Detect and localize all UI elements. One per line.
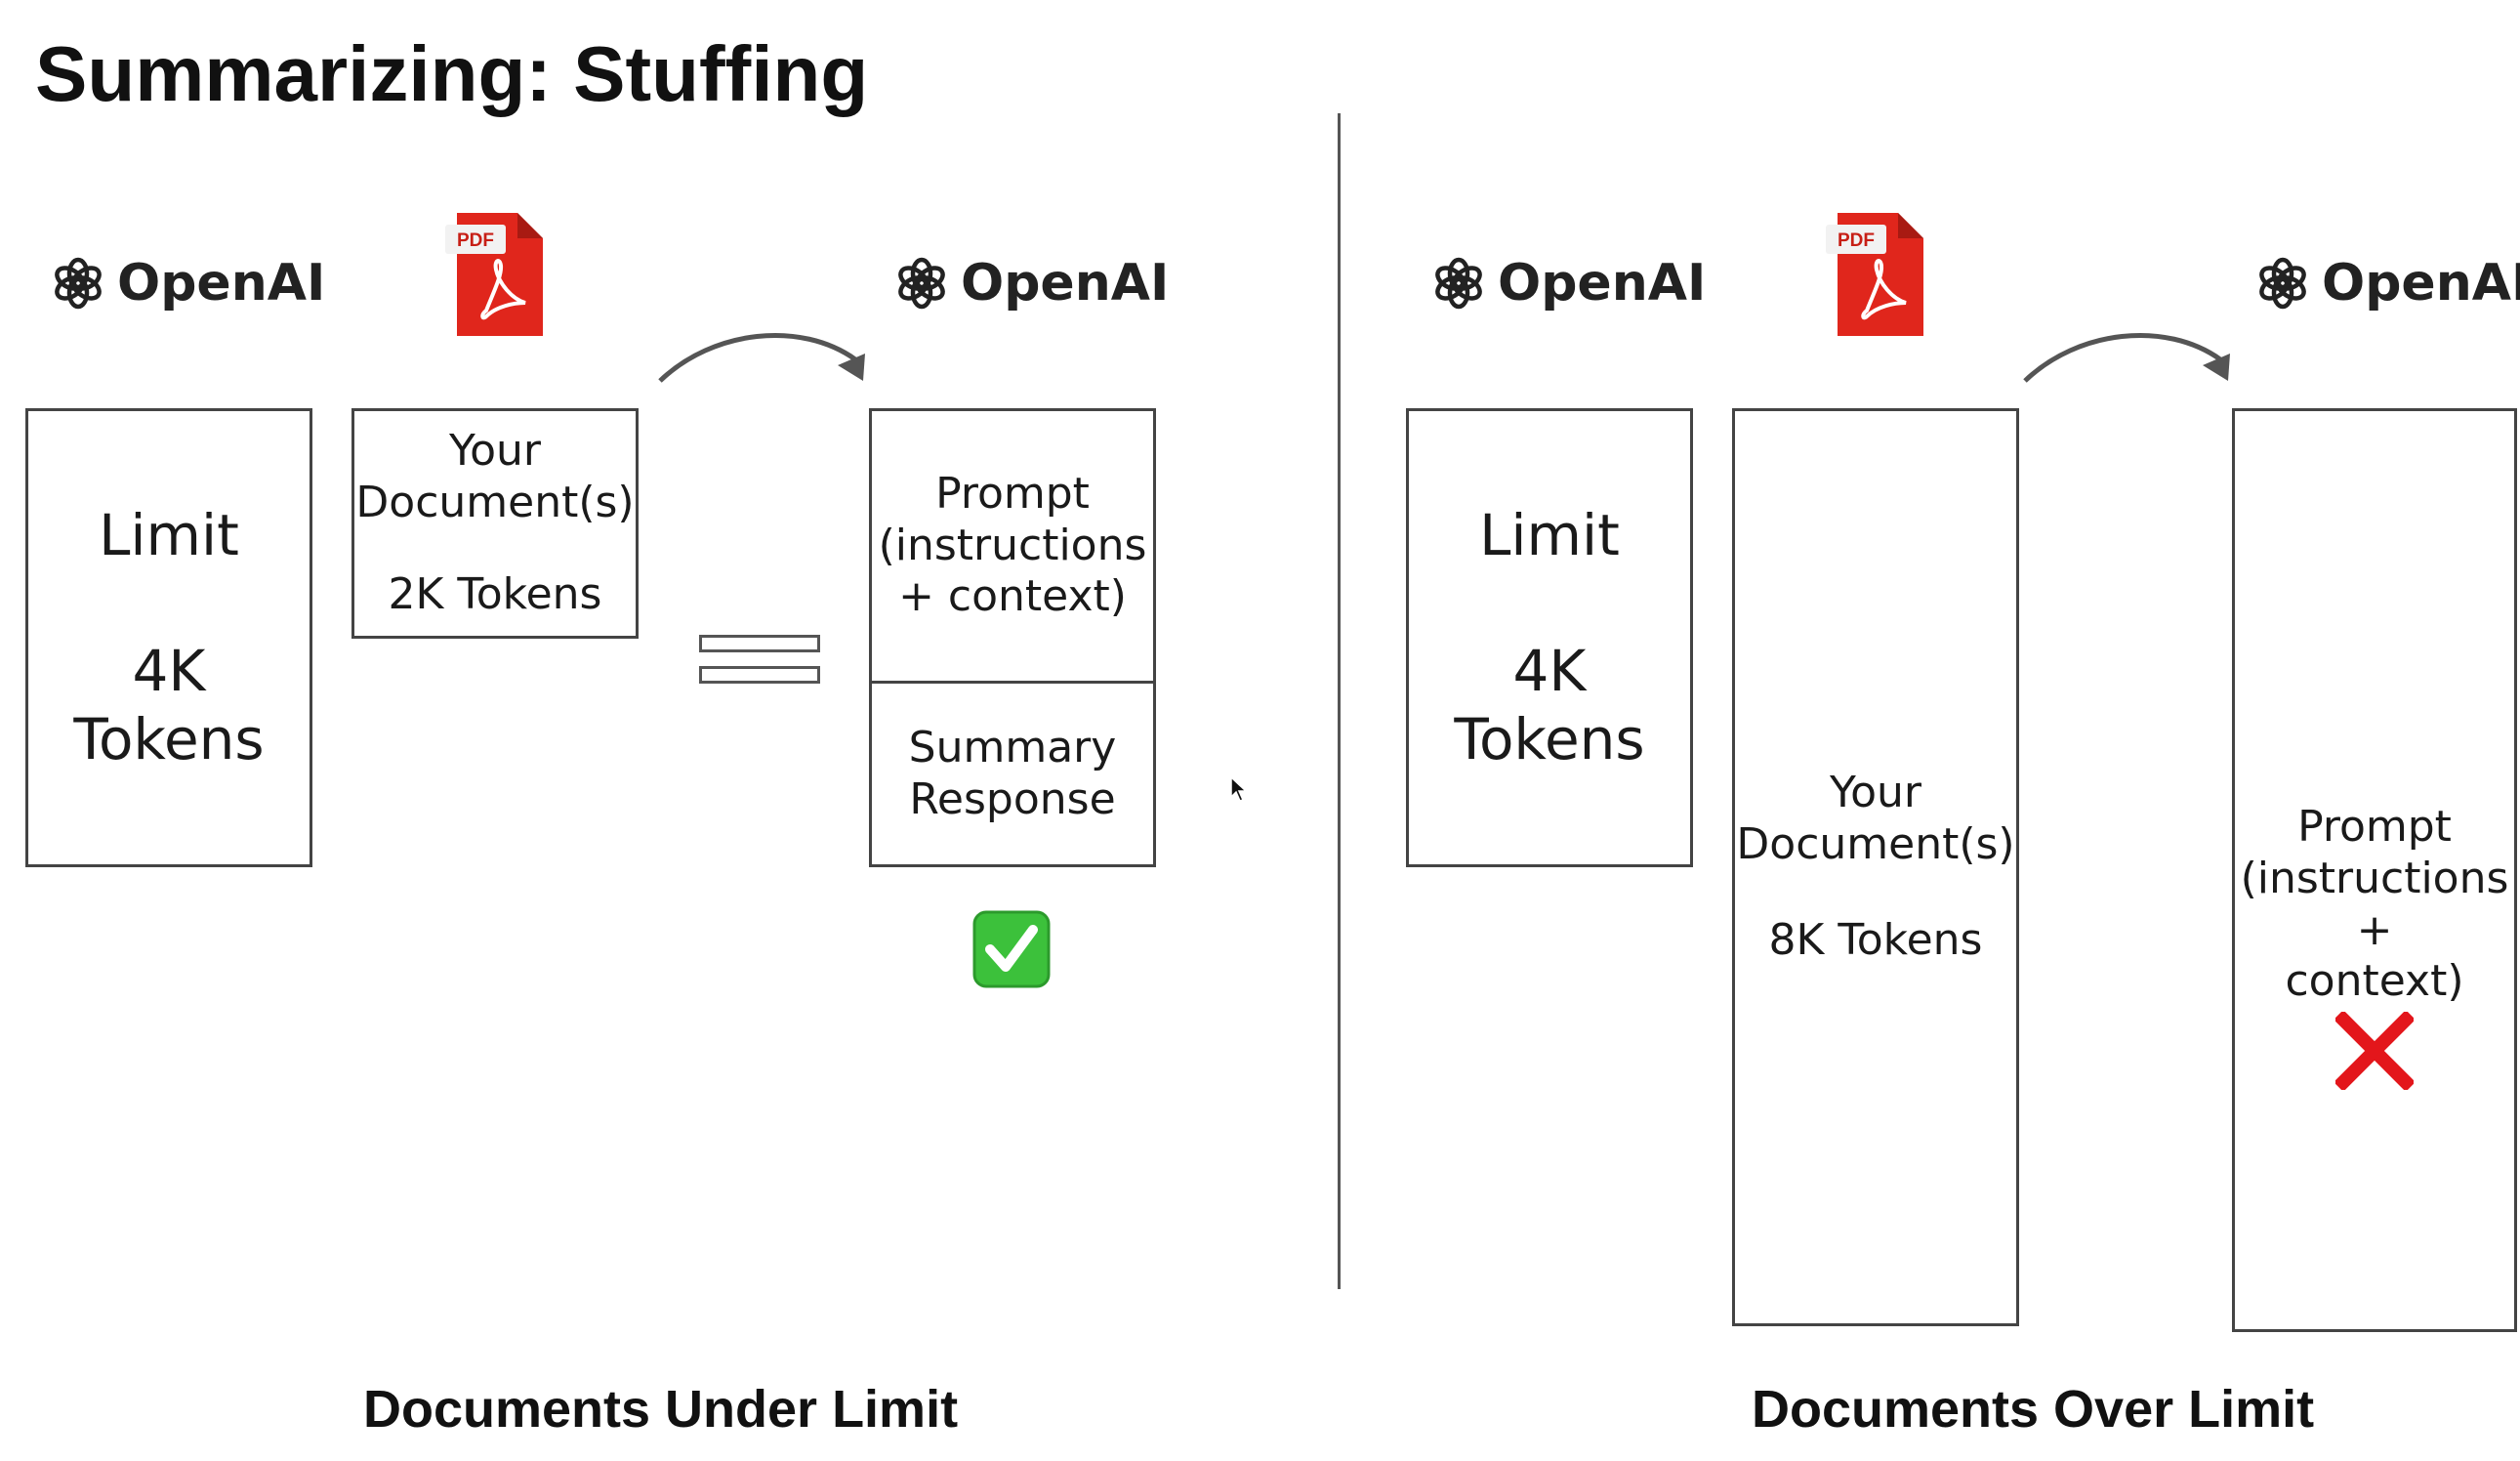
summary-line1: Summary xyxy=(908,722,1117,772)
limit-label: Limit xyxy=(1479,501,1620,568)
equals-bar-bottom xyxy=(699,666,820,684)
prompt-box: Prompt (instructions + context) xyxy=(869,408,1156,684)
curved-arrow-icon xyxy=(658,333,865,383)
limit-label: Limit xyxy=(99,501,239,568)
caption-over-limit: Documents Over Limit xyxy=(1752,1380,2315,1439)
mouse-cursor-icon xyxy=(1230,775,1248,802)
document-label-line2: Document(s) xyxy=(355,477,635,527)
document-label-line1: Your xyxy=(449,425,541,476)
openai-logo: OpenAI xyxy=(2251,252,2520,314)
prompt-line1: Prompt xyxy=(2297,802,2452,852)
section-divider xyxy=(1338,113,1341,1289)
prompt-line3: context) xyxy=(2285,956,2464,1007)
prompt-line1: Prompt xyxy=(935,468,1090,519)
openai-knot-icon xyxy=(2259,257,2306,310)
prompt-line2: (instructions xyxy=(878,520,1147,570)
curved-arrow-icon xyxy=(2023,333,2230,383)
pdf-badge-label: PDF xyxy=(1838,230,1875,251)
openai-knot-icon xyxy=(898,257,945,310)
limit-tokens: 4K Tokens xyxy=(1454,638,1645,772)
summary-box: Summary Response xyxy=(869,681,1156,867)
caption-under-limit: Documents Under Limit xyxy=(363,1380,959,1439)
brand-name: OpenAI xyxy=(1498,254,1707,313)
brand-name: OpenAI xyxy=(961,254,1170,313)
limit-box: Limit 4K Tokens xyxy=(25,408,312,867)
openai-logo: OpenAI xyxy=(47,252,325,314)
pdf-badge-label: PDF xyxy=(457,230,494,251)
limit-box: Limit 4K Tokens xyxy=(1406,408,1693,867)
openai-logo: OpenAI xyxy=(1427,252,1706,314)
pdf-file-icon: PDF xyxy=(445,213,543,336)
openai-logo: OpenAI xyxy=(890,252,1169,314)
document-box: Your Document(s) 8K Tokens xyxy=(1732,408,2019,1326)
prompt-line3: + context) xyxy=(898,571,1127,622)
openai-knot-icon xyxy=(55,257,102,310)
brand-name: OpenAI xyxy=(2322,254,2520,313)
document-box: Your Document(s) 2K Tokens xyxy=(351,408,639,639)
cross-mark-icon xyxy=(2335,1012,2414,1090)
openai-knot-icon xyxy=(1435,257,1482,310)
summary-line2: Response xyxy=(909,773,1116,824)
limit-tokens: 4K Tokens xyxy=(73,638,265,772)
pdf-file-icon: PDF xyxy=(1826,213,1923,336)
document-label-line2: Document(s) xyxy=(1736,818,2015,869)
document-tokens: 8K Tokens xyxy=(1768,915,1983,966)
brand-name: OpenAI xyxy=(117,254,326,313)
document-label-line1: Your xyxy=(1830,767,1921,817)
check-mark-icon xyxy=(972,910,1051,988)
prompt-box: Prompt (instructions + context) xyxy=(2232,408,2517,1332)
equals-bar-top xyxy=(699,635,820,652)
document-tokens: 2K Tokens xyxy=(388,569,602,620)
prompt-line2: (instructions + xyxy=(2240,853,2509,955)
page-title: Summarizing: Stuffing xyxy=(35,30,869,117)
